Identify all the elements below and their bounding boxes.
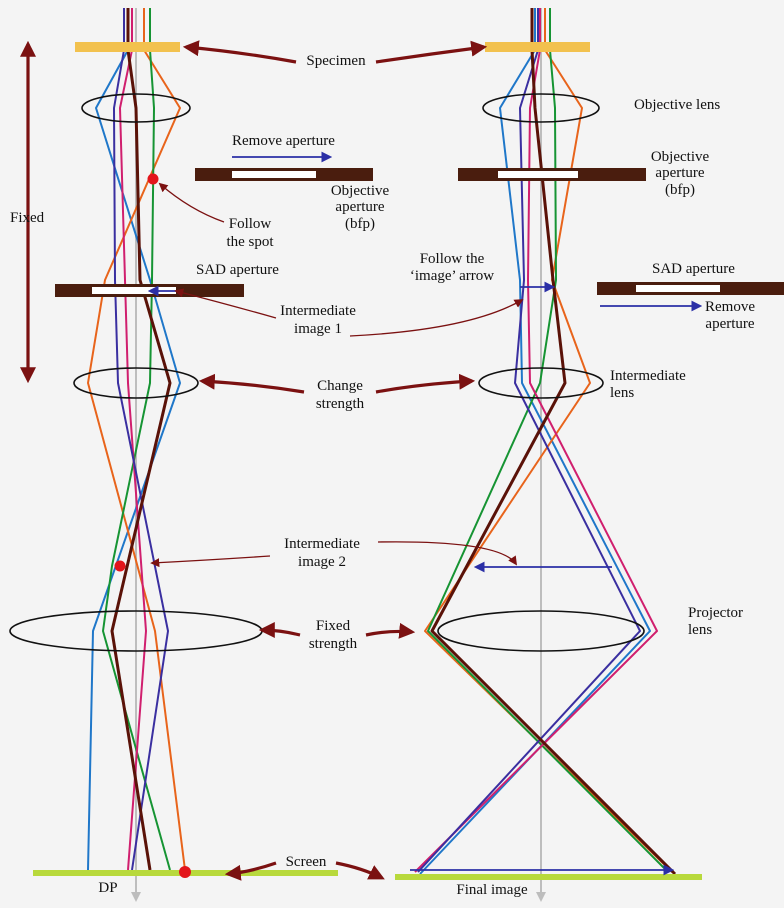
intermediate-image-2-line1: Intermediate bbox=[284, 536, 360, 552]
objective-aperture-right-line2: aperture bbox=[655, 165, 704, 181]
screen-spot bbox=[179, 866, 191, 878]
objective-lens-label: Objective lens bbox=[634, 97, 720, 113]
fixed-strength-callout-right bbox=[365, 622, 416, 639]
projector-lens-right bbox=[437, 610, 645, 652]
intermediate-lens-line1: Intermediate bbox=[610, 368, 686, 384]
sad-aperture-left-opening bbox=[92, 287, 176, 294]
intermediate-image-2-line2: image 2 bbox=[298, 554, 346, 570]
projector-lens-line1: Projector bbox=[688, 605, 743, 621]
objective-aperture-left-opening bbox=[232, 171, 316, 178]
specimen-bar-right bbox=[485, 42, 590, 52]
objective-aperture-left-line2: aperture bbox=[335, 199, 384, 215]
intermediate-image-2-spot bbox=[114, 560, 126, 572]
screen-label: Screen bbox=[286, 854, 327, 870]
objective-aperture-left-line1: Objective bbox=[331, 183, 390, 199]
intermediate-image-2-callout-right bbox=[377, 541, 518, 566]
objective-aperture-right-line1: Objective bbox=[651, 149, 710, 165]
objective-aperture-right-opening bbox=[498, 171, 578, 178]
remove-aperture-bottom-line1: Remove bbox=[705, 299, 755, 315]
objective-aperture-right-line3: (bfp) bbox=[665, 182, 695, 198]
fixed-strength-line2: strength bbox=[309, 636, 358, 652]
specimen-callout-left bbox=[182, 40, 297, 64]
screen-callout-left bbox=[224, 861, 277, 881]
final-image-label: Final image bbox=[456, 882, 528, 898]
sad-aperture-left-label: SAD aperture bbox=[196, 262, 279, 278]
remove-aperture-top-label: Remove aperture bbox=[232, 133, 335, 149]
intermediate-image-1-line1: Intermediate bbox=[280, 303, 356, 319]
specimen-bar-left bbox=[75, 42, 180, 52]
follow-image-arrow-line1: Follow the bbox=[420, 251, 485, 267]
follow-spot-line1: Follow bbox=[229, 216, 272, 232]
change-strength-callout-right bbox=[375, 373, 476, 394]
change-strength-line1: Change bbox=[317, 378, 363, 394]
intermediate-image-1-callout-left bbox=[174, 288, 277, 319]
sad-aperture-right-label: SAD aperture bbox=[652, 261, 735, 277]
change-strength-callout-left bbox=[198, 373, 305, 394]
left-ray-3 bbox=[102, 8, 171, 871]
right-ray-3 bbox=[427, 8, 669, 873]
remove-aperture-bottom-line2: aperture bbox=[705, 316, 754, 332]
fixed-label: Fixed bbox=[10, 210, 45, 226]
intermediate-lens-right bbox=[478, 367, 604, 399]
projector-lens-line2: lens bbox=[688, 622, 712, 638]
follow-spot-callout bbox=[158, 182, 225, 223]
follow-image-arrow-line2: ‘image’ arrow bbox=[410, 268, 494, 284]
objective-lens-left bbox=[81, 93, 191, 123]
fixed-strength-line1: Fixed bbox=[316, 618, 351, 634]
screen-bar-right bbox=[395, 874, 702, 880]
sad-aperture-right-opening bbox=[636, 285, 720, 292]
fixed-strength-callout-left bbox=[258, 622, 301, 639]
intermediate-lens-left bbox=[73, 367, 199, 399]
intermediate-lens-line2: lens bbox=[610, 385, 634, 401]
intermediate-image-2-callout-left bbox=[150, 555, 271, 568]
follow-spot-line2: the spot bbox=[226, 234, 274, 250]
screen-callout-right bbox=[335, 861, 385, 880]
intermediate-image-1-callout-right bbox=[349, 299, 524, 337]
right-column-rays bbox=[414, 8, 677, 876]
objective-lens-right bbox=[482, 93, 600, 123]
change-strength-line2: strength bbox=[316, 396, 365, 412]
dp-label: DP bbox=[98, 880, 117, 896]
right-ray-2 bbox=[424, 8, 673, 873]
intermediate-image-1-line2: image 1 bbox=[294, 321, 342, 337]
specimen-callout-right bbox=[375, 40, 488, 64]
right-ray-6 bbox=[430, 8, 677, 876]
objective-aperture-left-line3: (bfp) bbox=[345, 216, 375, 232]
bfp-spot bbox=[147, 173, 159, 185]
specimen-label: Specimen bbox=[306, 53, 366, 69]
